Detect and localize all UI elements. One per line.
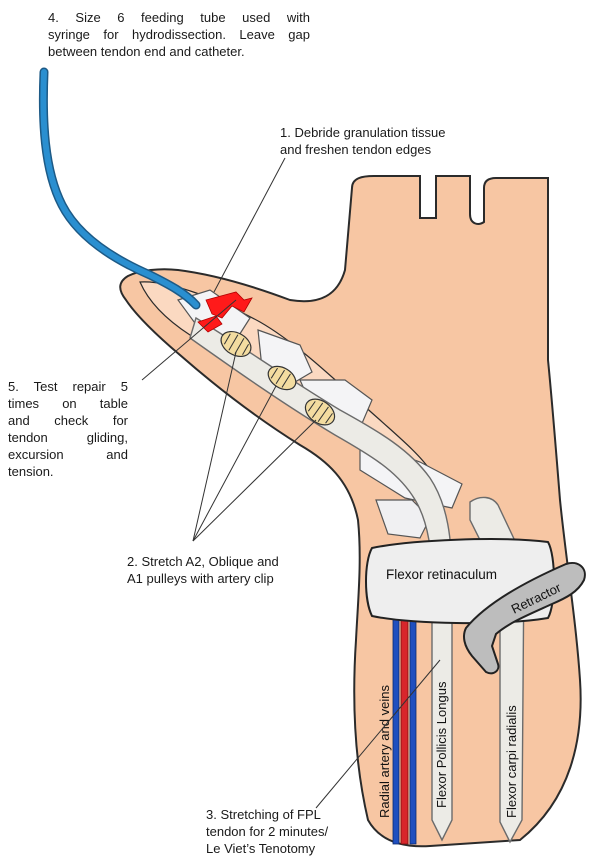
- note-5-line-3: and check for: [8, 412, 128, 429]
- note-3-line-1: 3. Stretching of FPL: [206, 806, 328, 823]
- note-3-stretching-fpl: 3. Stretching of FPL tendon for 2 minute…: [206, 806, 328, 857]
- note-5-line-4: tendon gliding,: [8, 429, 128, 446]
- note-1-line-2: and freshen tendon edges: [280, 141, 446, 158]
- note-4-feeding-tube: 4. Size 6 feeding tube used with syringe…: [48, 9, 310, 60]
- radial-artery: [401, 612, 408, 844]
- note-4-line-3: between tendon end and catheter.: [48, 43, 310, 60]
- vein-right: [410, 612, 416, 844]
- vein-left: [393, 612, 399, 844]
- note-4-line-1: 4. Size 6 feeding tube used with: [48, 9, 310, 26]
- fcr-label: Flexor carpi radialis: [504, 705, 519, 818]
- fpl-label: Flexor Pollicis Longus: [434, 681, 449, 808]
- radial-artery-label: Radial artery and veins: [377, 685, 392, 818]
- note-5-test-repair: 5. Test repair 5 times on table and chec…: [8, 378, 128, 480]
- note-4-line-2: syringe for hydrodissection. Leave gap: [48, 26, 310, 43]
- note-5-line-1: 5. Test repair 5: [8, 378, 128, 395]
- leader-2-c: [193, 420, 316, 541]
- note-2-line-1: 2. Stretch A2, Oblique and: [127, 553, 279, 570]
- leader-1: [214, 158, 285, 292]
- note-5-line-2: times on table: [8, 395, 128, 412]
- note-5-line-6: tension.: [8, 463, 128, 480]
- note-3-line-3: Le Viet’s Tenotomy: [206, 840, 328, 857]
- note-3-line-2: tendon for 2 minutes/: [206, 823, 328, 840]
- note-2-line-2: A1 pulleys with artery clip: [127, 570, 279, 587]
- note-1-debride: 1. Debride granulation tissue and freshe…: [280, 124, 446, 158]
- retinaculum-label: Flexor retinaculum: [386, 567, 497, 582]
- note-2-stretch-pulleys: 2. Stretch A2, Oblique and A1 pulleys wi…: [127, 553, 279, 587]
- note-5-line-5: excursion and: [8, 446, 128, 463]
- note-1-line-1: 1. Debride granulation tissue: [280, 124, 446, 141]
- leader-2-b: [193, 386, 276, 541]
